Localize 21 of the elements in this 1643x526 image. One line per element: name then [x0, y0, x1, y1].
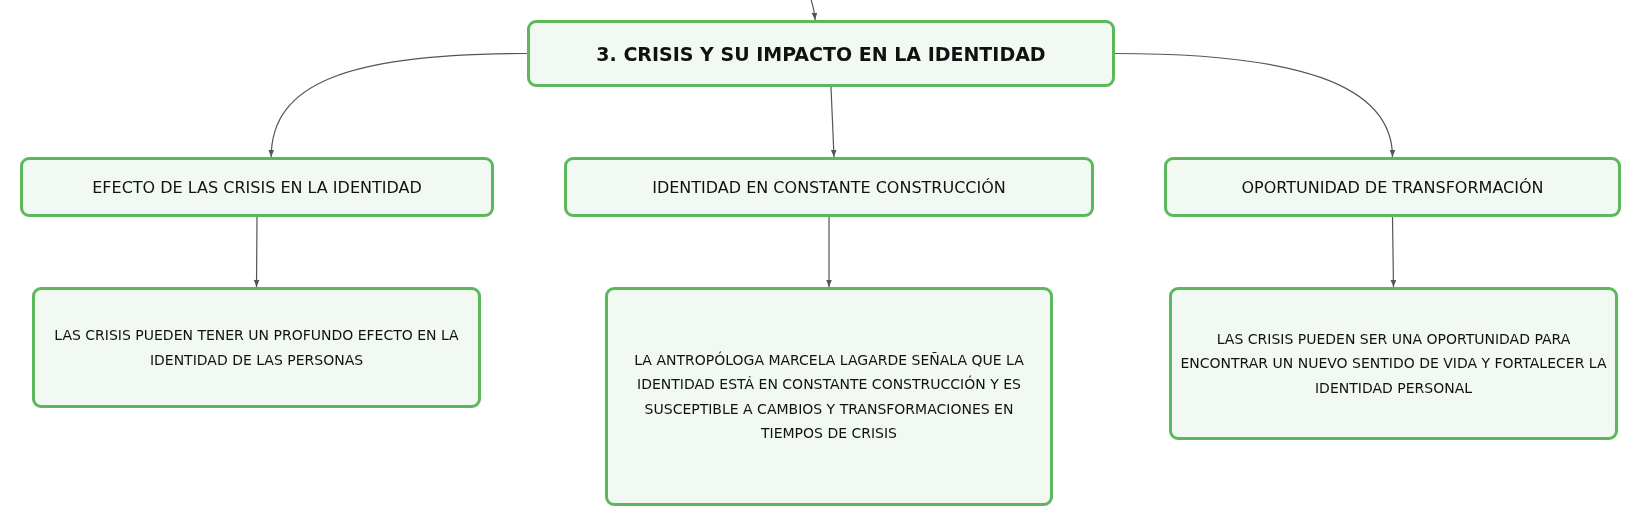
arrow [1390, 216, 1397, 288]
arrow [253, 216, 260, 288]
arrow [1114, 52, 1395, 158]
topic-box [564, 157, 1094, 217]
topic-text: 3. CRISIS Y SU IMPACTO EN LA IDENTIDAD [595, 42, 1047, 65]
topic-text: LAS CRISIS PUEDEN SER UNA OPORTUNIDAD PARA ENCONTRAR UN NUEVO SENTIDO DE VIDA Y FORTALECER LA IDENTIDAD PERSONAL [1179, 329, 1608, 398]
topic-box [1169, 287, 1618, 440]
topic-box [1164, 157, 1621, 217]
arrow [810, 0, 818, 21]
topic-box [20, 157, 494, 217]
topic-box [527, 20, 1115, 87]
topic-text: EFECTO DE LAS CRISIS EN LA IDENTIDAD [91, 177, 423, 197]
arrow [269, 52, 528, 158]
topic-text: IDENTIDAD EN CONSTANTE CONSTRUCCIÓN [651, 177, 1007, 197]
arrow [830, 86, 837, 158]
topic-text: OPORTUNIDAD DE TRANSFORMACIÓN [1240, 177, 1545, 197]
topic-text: LA ANTROPÓLOGA MARCELA LAGARDE SEÑALA QUE LA IDENTIDAD ESTÁ EN CONSTANTE CONSTRUCCIÓN Y ES SUSCEPTIBLE A CAMBIOS Y TRANSFORMACIONES EN TIEMPOS DE CRISIS [633, 350, 1025, 443]
topic-box [32, 287, 481, 408]
arrow [826, 216, 832, 288]
topic-text: LAS CRISIS PUEDEN TENER UN PROFUNDO EFECTO EN LA IDENTIDAD DE LAS PERSONAS [53, 326, 460, 370]
topic-box [605, 287, 1053, 506]
